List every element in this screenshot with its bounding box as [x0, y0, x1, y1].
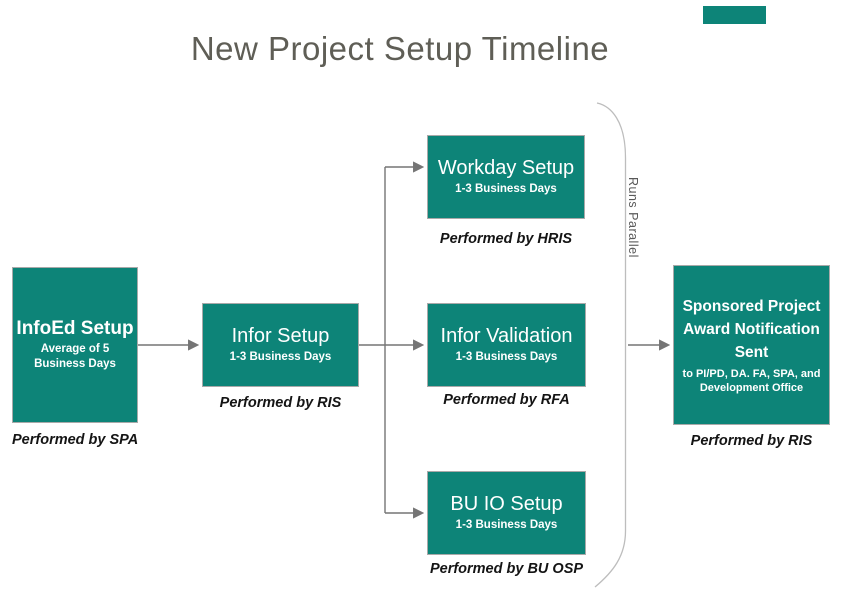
box-caption: Performed by RIS — [690, 433, 813, 449]
sponsored-award-box: Sponsored Project Award Notification Sen… — [673, 265, 830, 425]
runs-parallel-brace — [594, 102, 627, 588]
node-infor-setup: Infor Setup 1-3 Business Days Performed … — [202, 303, 359, 411]
infor-validation-box: Infor Validation 1-3 Business Days — [427, 303, 586, 387]
runs-parallel-label: Runs Parallel — [626, 177, 640, 258]
box-subtitle: 1-3 Business Days — [455, 519, 558, 532]
box-caption: Performed by RFA — [443, 392, 570, 408]
infoed-setup-box: InfoEd Setup Average of 5 Business Days — [12, 267, 138, 423]
node-sponsored-award-notification: Sponsored Project Award Notification Sen… — [673, 265, 830, 449]
node-workday-setup: Workday Setup 1-3 Business Days Performe… — [427, 135, 585, 247]
infor-setup-box: Infor Setup 1-3 Business Days — [202, 303, 359, 387]
node-bu-io-setup: BU IO Setup 1-3 Business Days Performed … — [427, 471, 586, 577]
box-title: InfoEd Setup — [16, 318, 134, 340]
box-title: Infor Setup — [231, 325, 330, 348]
box-title: Infor Validation — [440, 325, 573, 348]
page-title: New Project Setup Timeline — [190, 30, 610, 67]
box-caption: Performed by SPA — [12, 432, 139, 448]
box-subtitle: Average of 5 Business Days — [34, 342, 116, 370]
box-title: Workday Setup — [437, 157, 575, 180]
box-caption: Performed by BU OSP — [429, 561, 584, 577]
box-title: BU IO Setup — [450, 493, 563, 516]
node-infor-validation: Infor Validation 1-3 Business Days Perfo… — [427, 303, 586, 408]
box-title: Sponsored Project Award Notification Sen… — [682, 297, 821, 362]
box-subtitle: 1-3 Business Days — [229, 351, 332, 364]
workday-setup-box: Workday Setup 1-3 Business Days — [427, 135, 585, 219]
box-subtitle: 1-3 Business Days — [455, 183, 557, 196]
top-accent-bar — [703, 6, 766, 24]
box-caption: Performed by RIS — [219, 395, 342, 411]
bu-io-setup-box: BU IO Setup 1-3 Business Days — [427, 471, 586, 555]
box-subtitle: 1-3 Business Days — [455, 351, 558, 364]
node-infoed-setup: InfoEd Setup Average of 5 Business Days … — [12, 267, 138, 448]
box-caption: Performed by HRIS — [439, 231, 573, 247]
box-subtitle: to PI/PD, DA. FA, SPA, and Development O… — [682, 367, 821, 394]
